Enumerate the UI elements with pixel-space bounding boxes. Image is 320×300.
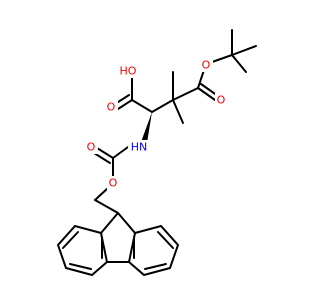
ring-left-double-2 [69,263,92,270]
ring-left-benzene [56,224,109,277]
ring-right-double-2 [144,263,167,270]
atom-nh: HN [128,140,150,154]
ring-right-benzene [127,224,180,277]
svg-text:O: O [217,94,226,107]
ring-left-double-1 [62,231,79,249]
bond-tbu-methyl-3 [231,54,247,73]
bond-ch2-c9 [94,199,119,214]
atom-o-carbamate-single: O [107,176,120,190]
bond-c9-left [100,212,119,234]
svg-text:HN: HN [131,141,148,154]
atom-o-carbamate-double: O [85,140,98,154]
bond-calpha-n-wedge [141,112,152,143]
bond-o-tbu [211,54,233,63]
bond-cq-ester-c [172,87,199,101]
bond-cooh-double-o-1 [117,99,133,110]
bond-carbamate-double-o-1 [96,147,114,159]
bond-n-carbamate-c [112,146,129,159]
ring-right-double-1 [157,231,174,249]
bond-calpha-cq [151,99,174,113]
bond-ester-single-o [197,69,205,89]
svg-text:O: O [109,177,118,190]
atom-oh: HO [116,64,140,78]
atom-o-ester-single: O [200,58,213,72]
bond-carbamate-double-o-2 [93,152,111,164]
bond-calpha-cooh [131,99,153,113]
molecule-structure: HO O O O HN O O [56,29,257,277]
bond-c9-right [117,212,136,234]
svg-text:O: O [87,141,96,154]
atom-o-ester-double: O [215,93,228,107]
svg-text:O: O [202,59,211,72]
svg-text:HO: HO [120,65,137,78]
bond-o-ch2 [94,187,109,201]
bond-tbu-methyl-2 [231,45,257,56]
atom-o-acid: O [105,100,118,114]
bond-ester-double-o-1 [197,87,216,101]
molecule-canvas: HO O O O HN O O [56,29,257,277]
svg-text:O: O [107,101,116,114]
bond-cq-methyl-down [172,99,184,124]
